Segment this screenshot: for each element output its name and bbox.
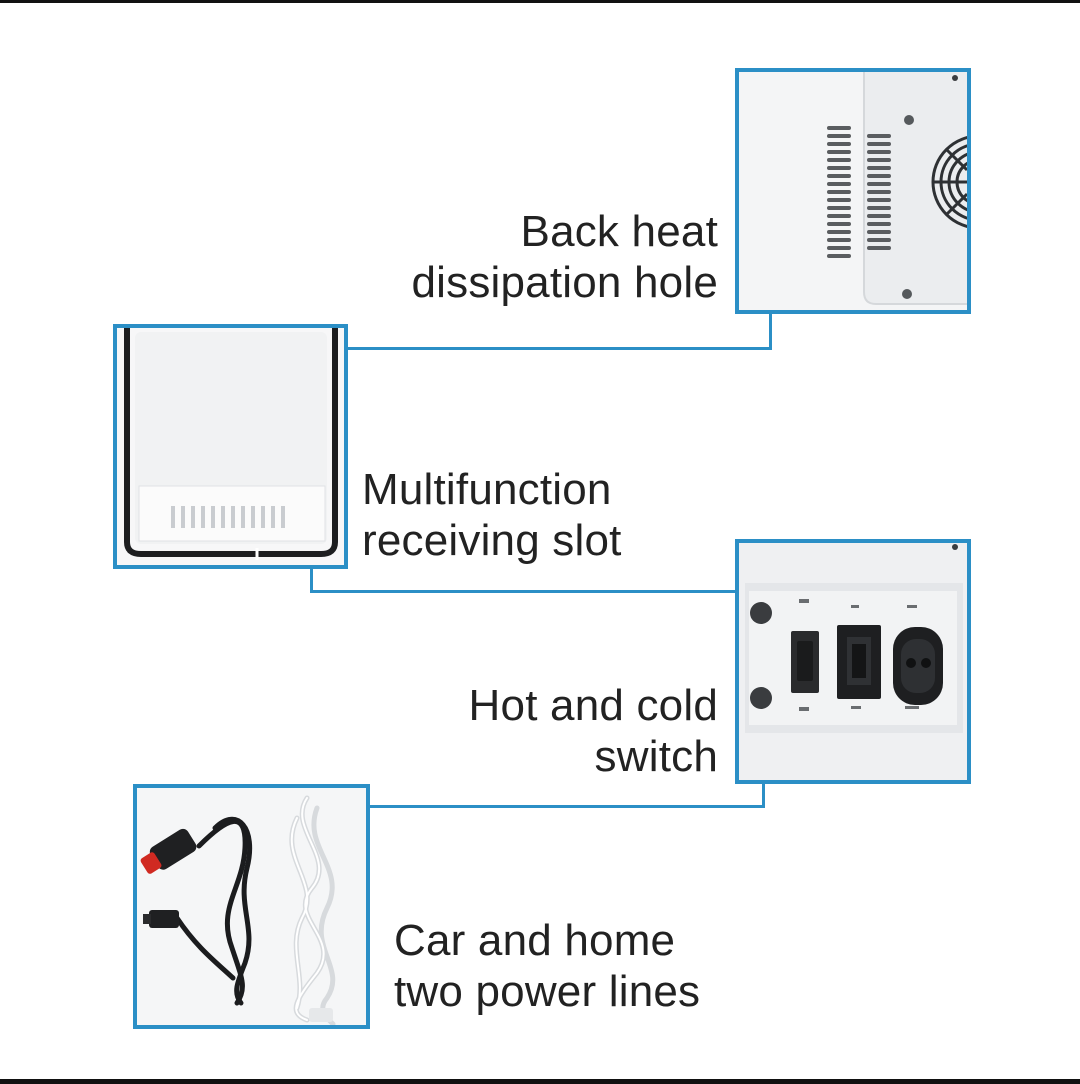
power-cables-illustration (137, 788, 366, 1025)
switch-panel-illustration (739, 543, 967, 780)
receiving-slot-photo (113, 324, 348, 569)
connector-line (310, 590, 738, 593)
receiving-slot-label-line1: Multifunction (362, 465, 612, 514)
power-lines-photo (133, 784, 370, 1029)
connector-line (366, 805, 765, 808)
back-heat-dissipation-photo (735, 68, 971, 314)
hot-cold-switch-label-line2: switch (594, 732, 718, 781)
top-edge-border (0, 0, 1080, 3)
door-gasket-illustration (117, 328, 344, 565)
hot-cold-switch-label: Hot and cold switch (380, 680, 718, 782)
vent-grille-illustration (739, 72, 967, 310)
connector-line (310, 567, 313, 593)
connector-line (769, 312, 772, 350)
back-heat-label-line1: Back heat (520, 207, 718, 256)
power-lines-label-line2: two power lines (394, 967, 701, 1016)
receiving-slot-label: Multifunction receiving slot (362, 464, 702, 566)
back-heat-label: Back heat dissipation hole (300, 206, 718, 308)
hot-cold-switch-photo (735, 539, 971, 784)
connector-line (346, 347, 772, 350)
connector-line (762, 782, 765, 808)
bottom-edge-border (0, 1079, 1080, 1084)
receiving-slot-label-line2: receiving slot (362, 516, 622, 565)
power-lines-label-line1: Car and home (394, 916, 676, 965)
power-lines-label: Car and home two power lines (394, 915, 774, 1017)
hot-cold-switch-label-line1: Hot and cold (468, 681, 718, 730)
back-heat-label-line2: dissipation hole (411, 258, 718, 307)
